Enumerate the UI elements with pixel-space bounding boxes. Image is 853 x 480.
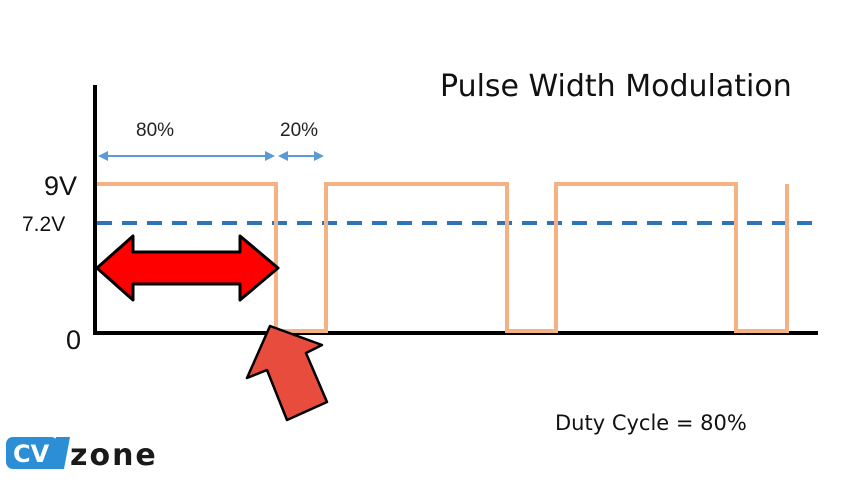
duty-cycle-label: Duty Cycle = 80% <box>555 411 747 435</box>
cvzone-logo: CV zone <box>6 437 158 473</box>
logo-slash <box>50 437 70 469</box>
off-time-span-arrow <box>278 151 324 161</box>
logo-cv-text: CV <box>13 440 50 468</box>
off-percent-label: 20% <box>280 120 318 141</box>
y-label-7-2v: 7.2V <box>22 213 65 236</box>
red-double-arrow <box>95 234 280 302</box>
on-percent-label: 80% <box>136 120 174 141</box>
logo-badge <box>6 437 58 469</box>
logo-zone-text: zone <box>70 438 158 473</box>
pointer-arrow <box>245 324 329 422</box>
diagram-title: Pulse Width Modulation <box>440 69 792 104</box>
y-label-9v: 9V <box>44 171 77 201</box>
y-label-zero: 0 <box>66 325 81 355</box>
on-time-span-arrow <box>98 151 275 161</box>
